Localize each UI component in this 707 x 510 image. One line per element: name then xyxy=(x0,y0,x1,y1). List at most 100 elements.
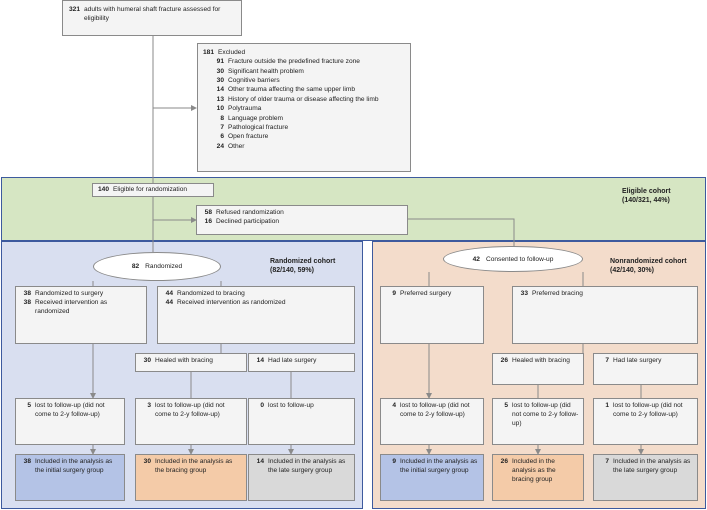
excluded-reason-text: Cognitive barriers xyxy=(228,77,280,85)
eligible-text: Eligible for randomization xyxy=(113,186,188,193)
excluded-reason-item: 24 Other xyxy=(213,142,405,151)
excluded-label: Excluded xyxy=(218,49,246,56)
nonrand-incl-bracing-box: 26 Included in the analysis as the bracin… xyxy=(492,454,584,501)
nonrandomized-ellipse: 42 Consented to follow-up xyxy=(443,246,583,272)
nonrand-lost-late-box: 1 lost to follow-up (did not come to 2-y … xyxy=(593,398,698,445)
rand-healed-text: Healed with bracing xyxy=(155,357,213,364)
excluded-reason-text: Other xyxy=(228,142,245,150)
excluded-reason-text: History of older trauma or disease affec… xyxy=(228,95,379,103)
excluded-reason-count: 7 xyxy=(220,123,224,131)
excluded-reason-count: 24 xyxy=(216,142,224,150)
assessed-count: 321 xyxy=(69,6,81,13)
nonrandomized-text: Consented to follow-up xyxy=(485,255,554,263)
nonrand-surgery-count: 9 xyxy=(392,290,396,297)
eligible-cohort-label: Eligible cohort xyxy=(622,188,671,195)
excluded-reason-item: 6 Open fracture xyxy=(213,132,405,141)
rand-incl-bracing-box: 30 Included in the analysis as the bracin… xyxy=(135,454,247,501)
eligible-count: 140 xyxy=(98,186,110,193)
nonrand-bracing-text: Preferred bracing xyxy=(532,290,583,297)
rand-healed-count: 30 xyxy=(143,357,151,364)
rand-incl-bracing-text: Included in the analysis as the bracing … xyxy=(155,458,233,474)
excluded-reason-text: Pathological fracture xyxy=(228,123,289,131)
rand-lost-surgery-box: 5 lost to follow-up (did not come to 2-y … xyxy=(15,398,125,445)
excluded-reason-count: 30 xyxy=(216,67,224,75)
nonrand-healed-box: 26 Healed with bracing xyxy=(492,353,584,385)
excluded-reason-item: 10 Polytrauma xyxy=(213,104,405,113)
nonrand-lost-healed-count: 5 xyxy=(504,402,508,409)
eligible-cohort-title: Eligible cohort (140/321, 44%) xyxy=(622,187,671,205)
nonrand-lost-surgery-text: lost to follow-up (did not come to 2-y f… xyxy=(400,402,470,418)
excluded-reason-text: Other trauma affecting the same upper li… xyxy=(228,86,356,94)
randomized-ellipse: 82 Randomized xyxy=(93,252,221,281)
nonrandomized-cohort-ratio: (42/140, 30%) xyxy=(610,267,654,275)
nonrand-healed-text: Healed with bracing xyxy=(512,357,570,364)
excluded-reason-text: Fracture outside the predefined fracture… xyxy=(228,58,360,66)
nonrand-lost-surgery-count: 4 xyxy=(392,402,396,409)
nonrand-bracing-count: 33 xyxy=(520,290,528,297)
rand-lost-surgery-text: lost to follow-up (did not come to 2-y f… xyxy=(35,402,105,418)
nonrand-lost-healed-box: 5 lost to follow-up (did not come to 2-y … xyxy=(492,398,584,445)
rand-surgery-text: Randomized to surgery xyxy=(35,290,104,297)
assessed-box: 321 adults with humeral shaft fracture a… xyxy=(62,0,242,36)
excluded-reason-item: 7 Pathological fracture xyxy=(213,123,405,132)
nonrand-late-text: Had late surgery xyxy=(613,357,662,364)
rand-bracing-count: 44 xyxy=(165,290,173,297)
nonrand-lost-late-count: 1 xyxy=(605,402,609,409)
rand-late-count: 14 xyxy=(256,357,264,364)
rand-incl-late-text: Included in the analysis as the late sur… xyxy=(268,458,346,474)
nonrand-incl-late-text: Included in the analysis as the late sur… xyxy=(613,458,691,474)
excluded-reason-text: Polytrauma xyxy=(228,105,262,113)
rand-lost-surgery-count: 5 xyxy=(27,402,31,409)
excluded-reason-text: Open fracture xyxy=(228,133,269,141)
rand-lost-healed-count: 3 xyxy=(147,402,151,409)
excluded-reason-item: 30 Significant health problem xyxy=(213,67,405,76)
excluded-reason-text: Significant health problem xyxy=(228,67,304,75)
nonrand-lost-healed-text: lost to follow-up (did not come to 2-y f… xyxy=(512,402,579,427)
nonrandomized-cohort-label: Nonrandomized cohort xyxy=(610,258,687,265)
rand-incl-bracing-count: 30 xyxy=(143,458,151,465)
rand-incl-late-box: 14 Included in the analysis as the late s… xyxy=(248,454,355,501)
rand-bracing-received-text: Received intervention as randomized xyxy=(177,298,286,306)
rand-lost-late-text: lost to follow-up xyxy=(268,402,314,409)
eligible-box: 140 Eligible for randomization xyxy=(92,183,214,197)
nonrand-lost-surgery-box: 4 lost to follow-up (did not come to 2-y … xyxy=(380,398,484,445)
nonrand-lost-late-text: lost to follow-up (did not come to 2-y f… xyxy=(613,402,683,418)
nonrand-bracing-box: 33 Preferred bracing xyxy=(512,286,698,344)
randomized-cohort-ratio: (82/140, 59%) xyxy=(270,267,314,275)
nonrand-incl-late-count: 7 xyxy=(605,458,609,465)
excluded-reason-count: 10 xyxy=(216,105,224,113)
randomized-text: Randomized xyxy=(145,263,183,270)
nonrandomized-count: 42 xyxy=(472,255,480,263)
rand-bracing-text: Randomized to bracing xyxy=(177,290,245,297)
nonrand-healed-count: 26 xyxy=(500,357,508,364)
nonrand-incl-surgery-text: Included in the analysis as the initial … xyxy=(400,458,478,474)
nonrand-incl-bracing-text: Included in the analysis as the bracing … xyxy=(512,458,556,483)
nonrand-incl-surgery-box: 9 Included in the analysis as the initial… xyxy=(380,454,484,501)
excluded-reason-count: 91 xyxy=(216,58,224,66)
nonrand-incl-bracing-count: 26 xyxy=(500,458,508,465)
rand-incl-surgery-count: 38 xyxy=(23,458,31,465)
randomized-cohort-title: Randomized cohort (82/140, 59%) xyxy=(270,257,335,275)
excluded-reason-count: 14 xyxy=(216,86,224,94)
excluded-reason-count: 6 xyxy=(220,133,224,141)
rand-lost-late-count: 0 xyxy=(260,402,264,409)
excluded-reason-count: 13 xyxy=(216,95,224,103)
excluded-reason-item: 13 History of older trauma or disease aff… xyxy=(213,95,405,104)
refused-text: Refused randomization xyxy=(216,209,284,216)
nonrand-incl-surgery-count: 9 xyxy=(392,458,396,465)
rand-incl-late-count: 14 xyxy=(256,458,264,465)
rand-surgery-received-count: 38 xyxy=(23,298,31,306)
declined-count: 16 xyxy=(204,217,212,225)
rand-healed-box: 30 Healed with bracing xyxy=(135,353,247,372)
rand-surgery-received-text: Received intervention as randomized xyxy=(35,298,108,315)
